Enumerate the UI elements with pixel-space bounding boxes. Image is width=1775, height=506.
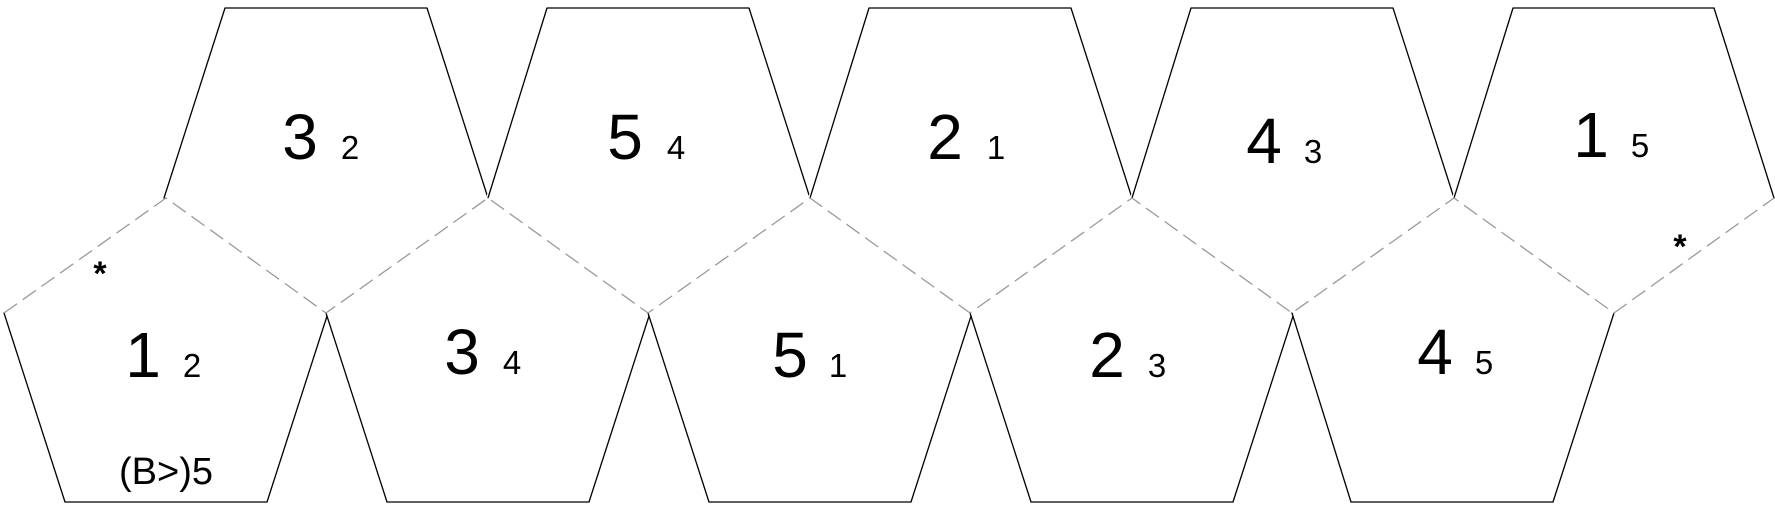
bottom-face-4-number: 2 <box>1089 319 1125 391</box>
top-face-2: 5 4 <box>486 7 811 315</box>
top-face-4-subnumber: 3 <box>1304 133 1322 170</box>
bottom-face-2-subnumber: 4 <box>503 344 521 381</box>
bottom-face-5-subnumber: 5 <box>1475 344 1493 381</box>
bottom-face-5-number: 4 <box>1417 316 1453 388</box>
top-face-3: 2 1 <box>808 7 1133 315</box>
bottom-face-4-subnumber: 3 <box>1148 347 1166 384</box>
bottom-face-1-subnumber: 2 <box>183 347 201 384</box>
top-face-5: 1 5 <box>1452 7 1775 315</box>
star-mark-right: * <box>1673 228 1687 266</box>
bottom-face-3-number: 5 <box>772 319 808 391</box>
bottom-face-3-subnumber: 1 <box>829 347 847 384</box>
bottom-face-2: 3 4 <box>325 198 651 503</box>
bottom-face-1-number: 1 <box>125 319 161 391</box>
bottom-note: (B>)5 <box>119 451 213 493</box>
fold-lines <box>3 197 1775 314</box>
top-face-5-number: 1 <box>1573 99 1609 171</box>
top-face-5-subnumber: 5 <box>1631 127 1649 164</box>
top-face-3-number: 2 <box>927 101 963 173</box>
top-face-2-number: 5 <box>607 101 643 173</box>
top-face-1: 3 2 <box>163 7 489 315</box>
top-face-1-number: 3 <box>282 101 318 173</box>
bottom-face-4: 2 3 <box>969 198 1295 503</box>
star-mark-left: * <box>93 255 107 293</box>
top-face-4: 4 3 <box>1130 7 1455 315</box>
bottom-face-3: 5 1 <box>647 198 973 503</box>
top-face-4-number: 4 <box>1246 105 1282 177</box>
bottom-face-1: 1 2 <box>3 198 329 503</box>
top-face-2-subnumber: 4 <box>667 129 685 166</box>
bottom-face-5: 4 5 <box>1291 198 1615 503</box>
top-face-1-subnumber: 2 <box>341 129 359 166</box>
top-face-3-subnumber: 1 <box>987 129 1005 166</box>
bottom-face-2-number: 3 <box>444 316 480 388</box>
